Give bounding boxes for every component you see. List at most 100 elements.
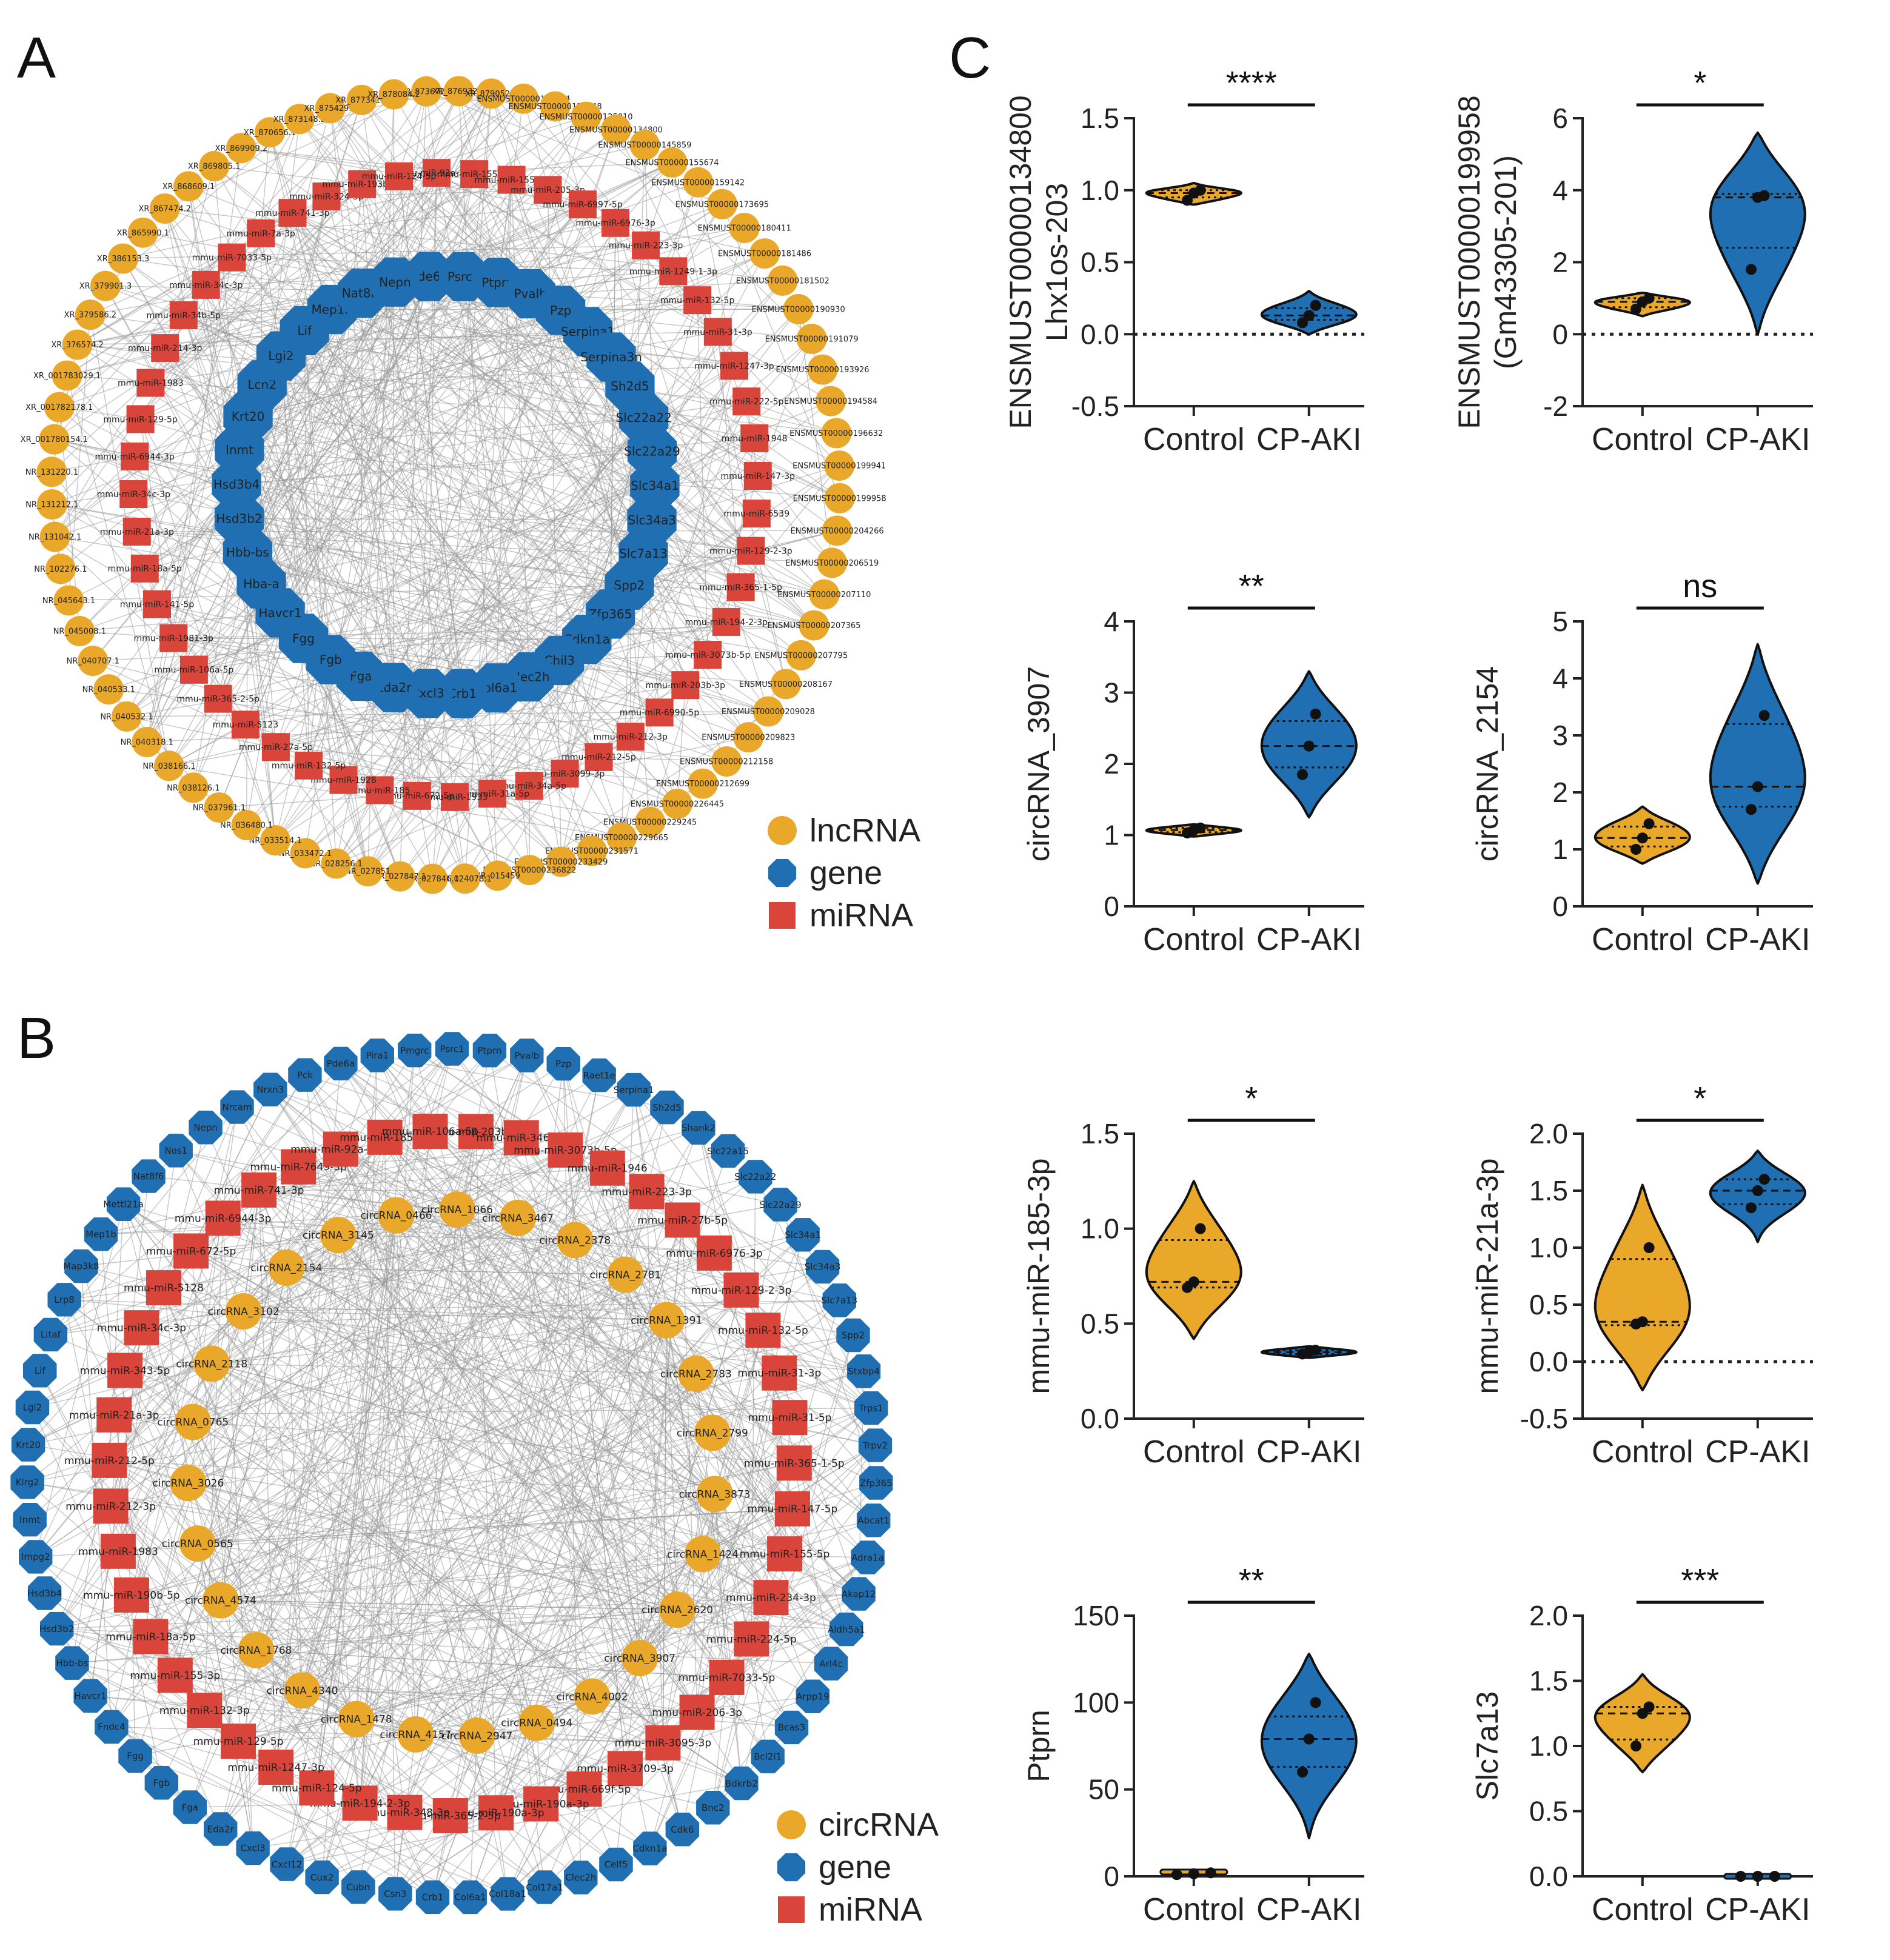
lncrna-node: NR_033472.1 <box>279 838 332 869</box>
gene-node: Pzp <box>546 1047 580 1081</box>
y-tick-label: -0.5 <box>1520 1403 1568 1434</box>
gene-node: Cux2 <box>305 1860 339 1895</box>
mirna-node: mmu-miR-155-3p <box>130 1657 220 1693</box>
gene-node-label: Slc22a29 <box>759 1199 801 1210</box>
lncrna-node: NR_027851 <box>345 856 390 887</box>
gene-node-label: Nat8f6 <box>133 1171 164 1182</box>
data-point <box>1310 299 1321 311</box>
lncrna-node: XR_870656.1 <box>244 117 296 148</box>
lncrna-node-label: ENSMUST00000155674 <box>625 159 719 168</box>
gene-node-label: Trpv2 <box>862 1440 888 1451</box>
x-category-label: Control <box>1592 1434 1694 1470</box>
mirna-node-label: mmu-miR-6997-5p <box>543 200 623 210</box>
mirna-node-label: mmu-miR-741-3p <box>214 1185 304 1197</box>
mirna-node-label: mmu-miR-92a-1-5p <box>290 1143 390 1156</box>
mirna-node: mmu-miR-190b-5p <box>83 1577 180 1613</box>
circrna-node: circRNA_1424 <box>667 1536 739 1573</box>
gene-node-label: Cux2 <box>310 1872 333 1883</box>
gene-node-label: Shank2 <box>682 1123 715 1134</box>
mirna-node-label: mmu-miR-129-2-3p <box>691 1285 792 1297</box>
mirna-node-label: mmu-miR-6944-3p <box>175 1212 272 1225</box>
mirna-node: mmu-miR-343-5p <box>80 1353 170 1388</box>
mirna-node: mmu-miR-1247-3p <box>227 1749 324 1785</box>
gene-node-label: Hsd3b4 <box>27 1588 62 1599</box>
mirna-node: mmu-miR-672-5p <box>146 1233 236 1269</box>
network-edges <box>27 1048 877 1898</box>
data-point <box>1630 844 1641 855</box>
lncrna-node: ENSMUST00000204266 <box>791 515 884 546</box>
mirna-node: mmu-miR-203b-3p <box>427 1114 524 1149</box>
lncrna-node-label: ENSMUST00000207795 <box>754 651 848 660</box>
lncrna-node: XR_379586.2 <box>64 299 116 330</box>
mirna-node: mmu-miR-1933 <box>422 783 488 811</box>
legend-rna-icon <box>777 1810 806 1839</box>
legend-gene-icon <box>777 1853 806 1882</box>
lncrna-node-label: NR_015459 <box>475 872 520 881</box>
circrna-node: circRNA_4574 <box>185 1582 256 1619</box>
mirna-node: mmu-miR-1948 <box>722 424 788 453</box>
mirna-node-label: mmu-miR-132-5p <box>272 761 346 771</box>
lncrna-node-label: NR_037961.1 <box>193 804 246 813</box>
lncrna-node-label: ENSMUST00000207365 <box>767 621 860 630</box>
mirna-node: mmu-miR-21a-3p <box>69 1397 159 1433</box>
mirna-node-label: mmu-miR-1983 <box>78 1546 158 1558</box>
x-category-label: Control <box>1143 422 1245 457</box>
lncrna-node-label: ENSMUST00000209823 <box>702 734 795 743</box>
y-tick-label: 1.0 <box>1081 1213 1119 1245</box>
lncrna-node-label: NR_045008.1 <box>53 627 106 637</box>
lncrna-node: ENSMUST00000180411 <box>698 213 791 244</box>
gene-node-label: Slc34a1 <box>631 478 679 493</box>
gene-node-label: Slc22a22 <box>734 1171 776 1182</box>
mirna-node: mmu-miR-21a-3p <box>100 517 174 546</box>
lncrna-node-label: ENSMUST00000209028 <box>722 707 815 717</box>
lncrna-node-label: XR_379901.3 <box>79 282 132 291</box>
mirna-node-label: mmu-miR-132-5p <box>718 1325 808 1337</box>
lncrna-node: NR_045643.1 <box>42 585 95 616</box>
lncrna-node-label: ENSMUST00000193926 <box>776 366 869 375</box>
mirna-node: mmu-miR-6976-3p <box>666 1235 763 1271</box>
mirna-node-label: mmu-miR-206-3p <box>652 1707 742 1719</box>
circrna-node: circRNA_1391 <box>631 1302 702 1339</box>
gene-node: Arl4c <box>814 1647 848 1681</box>
legend-label: circRNA <box>819 1807 939 1843</box>
gene-node-label: Sh2d5 <box>611 379 649 393</box>
y-tick-label: 1.5 <box>1529 1665 1568 1697</box>
mirna-node-label: mmu-miR-7a-3p <box>227 229 295 239</box>
legend-label: miRNA <box>819 1891 922 1928</box>
gene-node-label: Inmt <box>19 1514 41 1525</box>
gene-node-label: Impg2 <box>21 1551 50 1562</box>
mirna-node-label: mmu-miR-31-5p <box>748 1412 832 1424</box>
mirna-node: mmu-miR-141-5p <box>120 590 194 618</box>
lncrna-node-label: ENSMUST00000173695 <box>675 200 769 209</box>
significance-label: ** <box>1239 1562 1264 1599</box>
lncrna-node-label: ENSMUST00000204266 <box>791 527 884 536</box>
mirna-node: mmu-miR-365-2-5p <box>400 1798 501 1833</box>
gene-node: Aldh5a1 <box>828 1612 865 1647</box>
lncrna-node-label: XR_001782178.1 <box>25 403 93 412</box>
lncrna-node: XR_386153.3 <box>97 243 149 274</box>
circrna-node-label: circRNA_1478 <box>321 1714 392 1726</box>
lncrna-node: ENSMUST00000208167 <box>739 669 833 700</box>
x-category-label: CP-AKI <box>1256 1434 1361 1470</box>
gene-node-label: Litaf <box>41 1330 61 1340</box>
gene-node-label: Ptprn <box>477 1045 501 1056</box>
lncrna-node: ENSMUST00000206519 <box>785 547 879 578</box>
lncrna-node: NR_015459 <box>475 860 520 891</box>
mirna-node: mmu-miR-193b-5p <box>323 170 402 198</box>
gene-node: Cdkn1a <box>632 1831 667 1865</box>
mirna-node: mmu-miR-132-5p <box>718 1313 808 1348</box>
mirna-node-label: mmu-miR-7649-3p <box>250 1162 347 1174</box>
mirna-node: mmu-miR-185 <box>350 776 410 804</box>
circrna-node-label: circRNA_0494 <box>501 1718 572 1730</box>
mirna-node-label: mmu-miR-1247-3p <box>227 1762 324 1774</box>
gene-node-label: Hba-a <box>243 577 279 591</box>
mirna-node: mmu-miR-92a-1-5p <box>290 1131 390 1167</box>
gene-node-label: Krt20 <box>232 409 265 424</box>
circrna-node-label: circRNA_3873 <box>679 1488 751 1500</box>
lncrna-node-label: NR_131212.1 <box>25 501 78 510</box>
violin-cp-aki <box>1709 643 1806 885</box>
y-tick-label: 5 <box>1552 606 1568 637</box>
